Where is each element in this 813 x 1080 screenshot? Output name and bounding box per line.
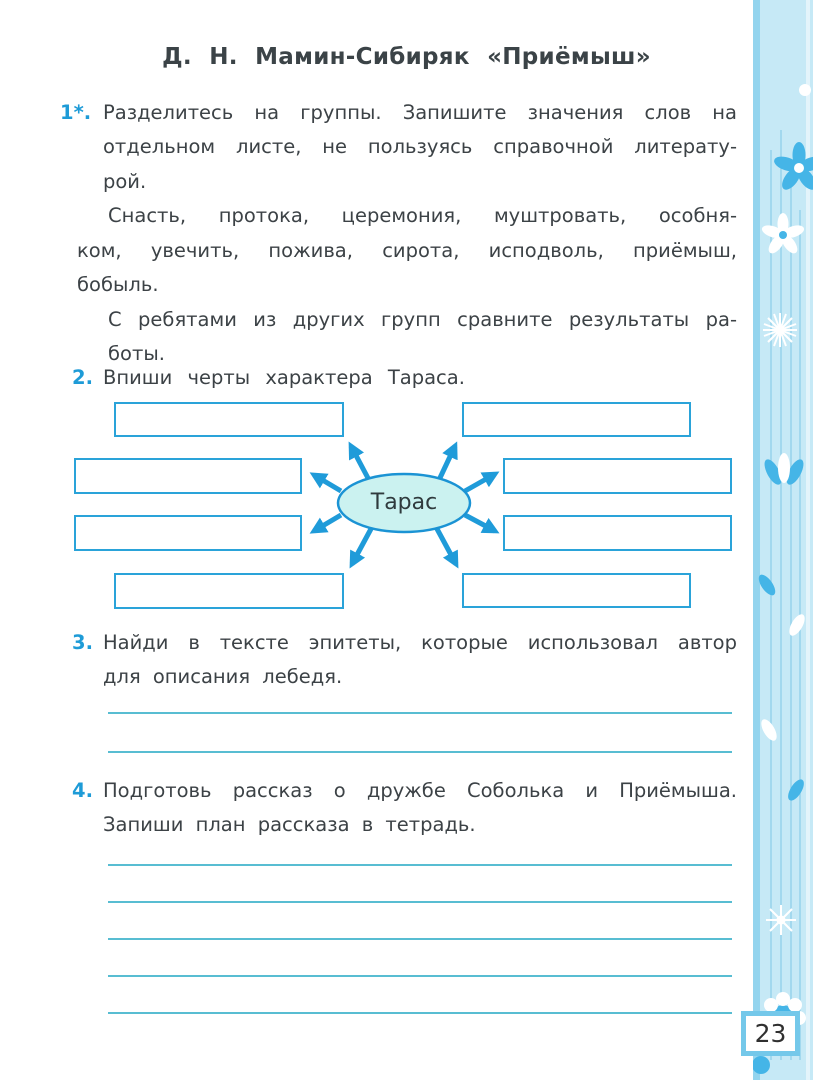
task1-text-line: бобыль. — [77, 273, 159, 296]
task1-number: 1*. — [60, 101, 92, 124]
task4-number: 4. — [72, 779, 93, 802]
task2-text-line: Впиши черты характера Тараса. — [103, 366, 465, 389]
character-trait-box[interactable] — [503, 458, 732, 494]
decorative-floral-border — [752, 0, 813, 1080]
task1-text-line: рой. — [103, 170, 147, 193]
task1-text-line: С ребятами из других групп сравните резу… — [108, 308, 737, 331]
taras-diagram-arrows — [309, 441, 500, 569]
taras-oval — [336, 472, 472, 534]
page-title: Д. Н. Мамин-Сибиряк «Приёмыш» — [162, 44, 651, 70]
writing-line[interactable] — [108, 751, 732, 753]
task4-text-line: Подготовь рассказ о дружбе Соболька и Пр… — [103, 779, 737, 802]
writing-line[interactable] — [108, 975, 732, 977]
taras-oval-label: Тарас — [370, 490, 438, 515]
character-trait-box[interactable] — [74, 458, 302, 494]
task1-text-line: боты. — [108, 342, 165, 365]
task3-number: 3. — [72, 631, 93, 654]
character-trait-box[interactable] — [462, 573, 691, 608]
writing-line[interactable] — [108, 938, 732, 940]
writing-line[interactable] — [108, 1012, 732, 1014]
character-trait-box[interactable] — [114, 402, 344, 437]
task2-number: 2. — [72, 366, 93, 389]
task3-text-line: Найди в тексте эпитеты, которые использо… — [103, 631, 737, 654]
writing-line[interactable] — [108, 864, 732, 866]
character-trait-box[interactable] — [74, 515, 302, 551]
task1-text-line: ком, увечить, пожива, сирота, исподволь,… — [77, 239, 737, 262]
task1-text-line: Снасть, протока, церемония, муштровать, … — [108, 204, 737, 227]
character-trait-box[interactable] — [462, 402, 691, 437]
writing-line[interactable] — [108, 712, 732, 714]
writing-line[interactable] — [108, 901, 732, 903]
character-trait-box[interactable] — [114, 573, 344, 609]
task1-text-line: Разделитесь на группы. Запишите значения… — [103, 101, 737, 124]
page-number: 23 — [741, 1011, 800, 1056]
task1-text-line: отдельном листе, не пользуясь справочной… — [103, 135, 737, 158]
character-trait-box[interactable] — [503, 515, 732, 551]
task3-text-line: для описания лебедя. — [103, 665, 343, 688]
task4-text-line: Запиши план рассказа в тетрадь. — [103, 813, 476, 836]
